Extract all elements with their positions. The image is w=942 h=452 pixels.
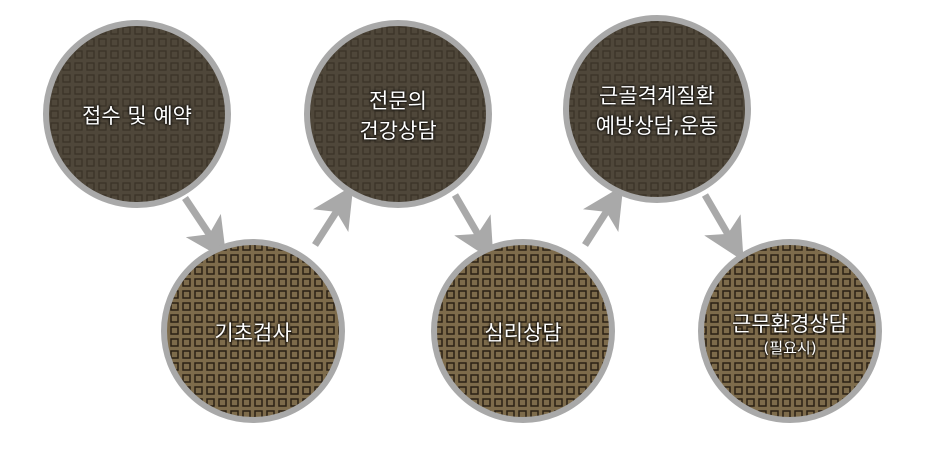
step-title-line2: 예방상담,운동 [595,114,719,138]
arrow-3 [451,193,494,262]
step-title-line2: 건강상담 [359,119,437,143]
step-title: 근골격계질환 [599,84,715,108]
step-circle-5 [563,15,751,203]
step-label-6: 근무환경상담 (필요시) [732,309,848,357]
step-title: 근무환경상담 [732,312,848,336]
step-title: 전문의 [369,89,427,113]
step-title: 기초검사 [214,321,292,345]
arrow-5 [701,193,744,262]
step-circle-6 [698,239,882,423]
step-circle-2 [161,239,345,423]
step-title: 심리상담 [484,321,562,345]
step-circle-1 [43,20,231,208]
step-note: (필요시) [763,339,817,357]
step-circle-4 [431,239,615,423]
arrows [182,185,744,262]
step-title: 접수 및 예약 [82,104,192,128]
arrow-2 [312,185,354,247]
step-label-1: 접수 및 예약 [82,101,192,131]
step-label-5: 심리상담 [484,318,561,348]
step-circle-3 [304,20,492,208]
arrow-1 [182,196,227,261]
step-label-2: 기초검사 [214,318,291,348]
arrow-4 [582,185,624,247]
